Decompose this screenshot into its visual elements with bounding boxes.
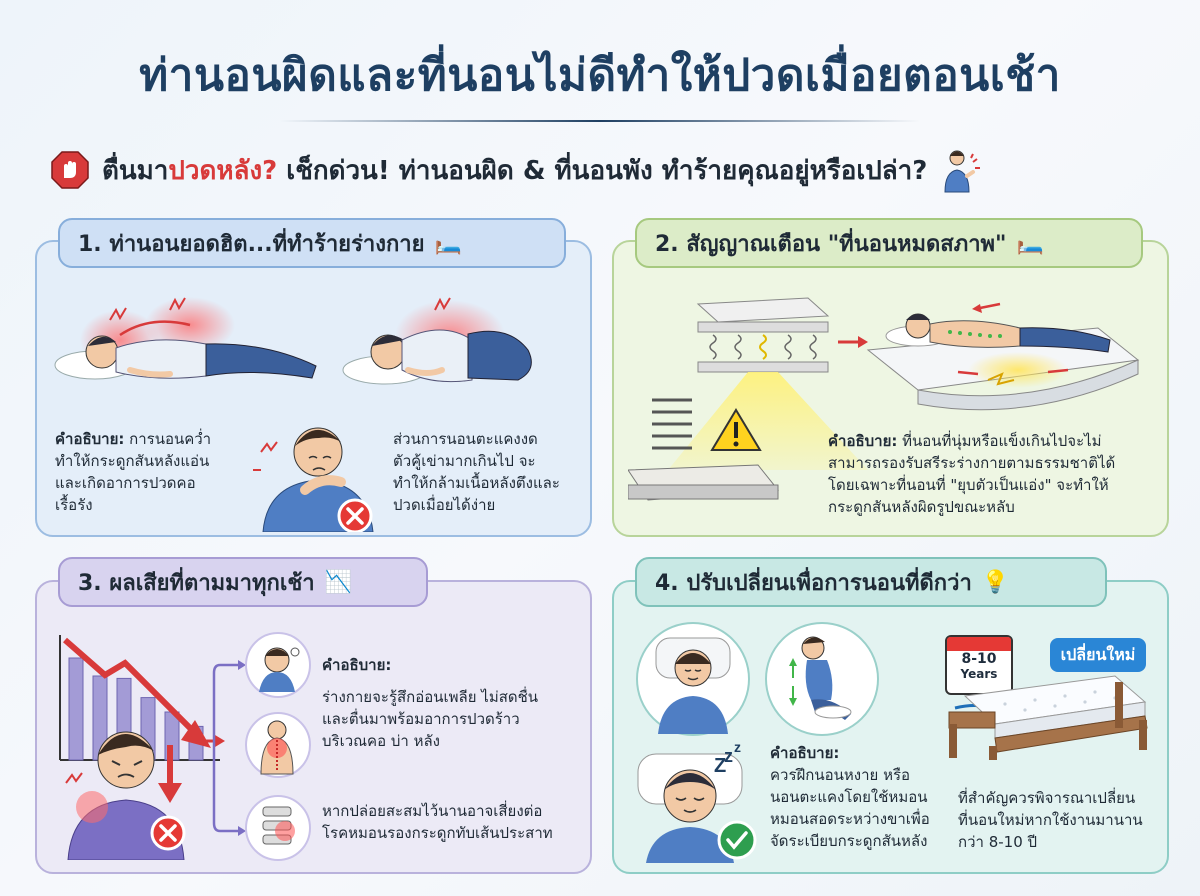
section-3-desc-2: หากปล่อยสะสมไว้นานอาจเสี่ยงต่อ โรคหมอนรอ… [322,802,553,842]
page-title: ท่านอนผิดและที่นอนไม่ดีทำให้ปวดเมื่อยตอน… [139,50,1061,101]
side-sleeper-pillow-icon [789,636,852,720]
section-1-desc-right: ส่วนการนอนตะแคงงด ตัวคู้เข่ามากเกินไป จะ… [393,430,560,514]
section-4-note: ที่สำคัญควรพิจารณาเปลี่ยน ที่นอนใหม่หากใ… [958,789,1143,851]
section-4-title: 4. ปรับเปลี่ยนเพื่อการนอนที่ดีกว่า💡 [635,557,1107,607]
section-4-desc: คำอธิบาย: ควรฝึกนอนหงาย หรือ นอนตะแคงโดย… [770,744,930,850]
bed-icon: 🛏️ [434,230,462,256]
tired-person-illustration [65,731,186,860]
back-pain-icon [260,720,294,775]
stop-icon [51,151,89,189]
section-1-title: 1. ท่านอนยอดฮิต...ที่ทำร้ายร่างกาย🛏️ [58,218,566,268]
section-2-title: 2. สัญญาณเตือน "ที่นอนหมดสภาพ"🛏️ [635,218,1143,268]
zzz-icon: z [724,746,733,766]
back-sleeper-circle [636,622,750,736]
worn-mattress-illustration [628,297,1140,501]
declining-bar-chart [59,635,220,761]
section-2-desc: คำอธิบาย: ที่นอนที่นุ่มหรือแข็งเกินไปจะไ… [828,432,1116,516]
subtitle-row: ตื่นมาปวดหลัง? เช็กด่วน! ท่านอนผิด & ที่… [50,145,1160,195]
bracket-arrows [195,660,246,836]
title-divider [280,120,920,122]
lightbulb-icon: 💡 [981,569,1010,595]
section-3-title: 3. ผลเสียที่ตามมาทุกเช้า📉 [58,557,428,607]
sleeping-person-illustration: z z Z [637,739,757,863]
back-sleeper-icon [655,637,731,734]
svg-text:Z: Z [714,755,726,777]
side-sleeper-circle [765,622,879,736]
section-1-desc-left: คำอธิบาย: การนอนคว่ำ ทำให้กระดูกสันหลังแ… [55,430,212,514]
fetal-sleeper-illustration [342,297,532,385]
tired-face-icon [259,647,300,692]
replace-new-badge: เปลี่ยนใหม่ [1050,638,1146,672]
tired-face-circle [245,632,311,698]
subtitle: ตื่นมาปวดหลัง? เช็กด่วน! ท่านอนผิด & ที่… [102,155,928,186]
section-3-desc: คำอธิบาย: ร่างกายจะรู้สึกอ่อนเพลีย ไม่สด… [322,656,539,750]
spine-circle [245,795,311,861]
check-icon [717,820,757,860]
svg-text:z: z [734,739,741,755]
stomach-sleeper-illustration [54,297,317,380]
trend-arrow [63,637,198,736]
spinal-disc-icon [262,806,295,845]
chart-bar [68,657,84,761]
bed-icon: 🛏️ [1016,230,1044,256]
neck-pain-person-illustration [253,427,374,532]
chart-down-icon: 📉 [324,569,353,595]
new-bed-illustration [948,675,1148,760]
back-pain-circle [245,712,311,778]
back-pain-person-icon [944,150,981,193]
